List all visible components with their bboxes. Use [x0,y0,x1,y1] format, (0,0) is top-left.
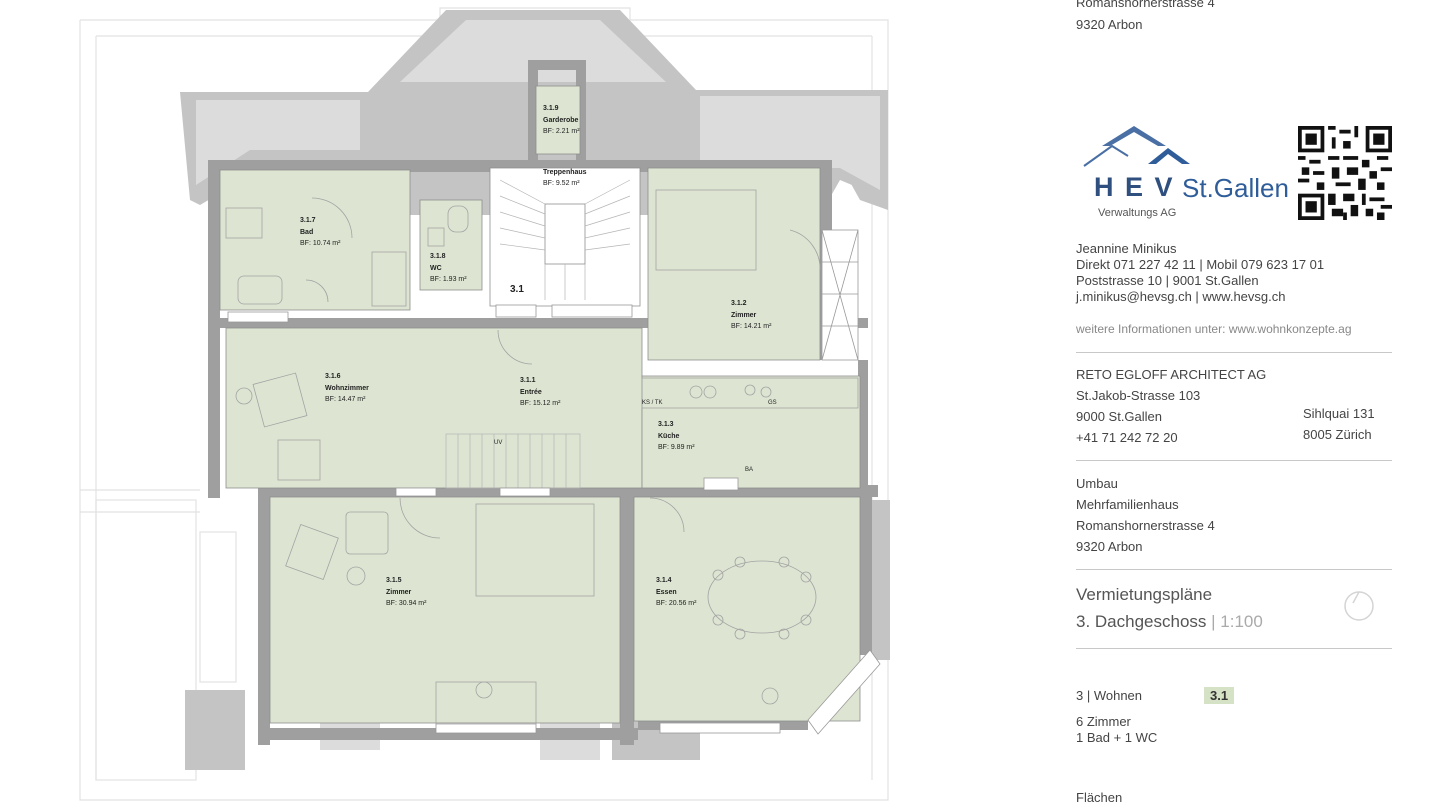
architect-branch-street: Sihlquai 131 [1303,406,1375,421]
ks-tk-mark: KS / TK [642,400,663,406]
room-garderobe [535,85,581,155]
room-name: Treppenhaus [543,169,587,176]
room-area: BF: 14.21 m² [731,323,772,330]
window-bays [227,229,881,735]
header-city: 9320 Arbon [1076,17,1143,32]
gs-mark: GS [768,400,777,406]
room-area: BF: 14.47 m² [325,396,366,403]
contact-address: Poststrasse 10 | 9001 St.Gallen [1076,273,1259,288]
room-area: BF: 2.21 m² [543,128,580,135]
room-area: BF: 9.89 m² [658,444,695,451]
room-name: Bad [300,229,313,236]
room-id: 3.1.5 [386,577,402,584]
unit-baths: 1 Bad + 1 WC [1076,730,1158,745]
plan-marks: 3.1 KS / TK GS UV BA [494,284,777,473]
room-area: BF: 15.12 m² [520,400,561,407]
room-essen [633,496,861,722]
divider [1076,352,1392,353]
divider [1076,569,1392,570]
unit-rooms: 6 Zimmer [1076,714,1131,729]
room-area: BF: 1.93 m² [430,276,467,283]
room-name: Garderobe [543,117,579,124]
plan-title: Vermietungspläne [1076,585,1213,604]
unit-label: 3 | Wohnen [1076,688,1143,703]
footer-label: Flächen [1076,790,1123,805]
header-street: Romanshornerstrasse 4 [1076,0,1215,10]
architect-name: RETO EGLOFF ARCHITECT AG [1076,367,1267,382]
architect-city: 9000 St.Gallen [1076,409,1163,424]
contact-name: Jeannine Minikus [1076,241,1177,256]
uv-mark: UV [494,440,502,446]
room-name: Zimmer [386,589,412,596]
plan-separator: | [1211,612,1216,631]
architect-branch-city: 8005 Zürich [1303,427,1372,442]
room-area: BF: 10.74 m² [300,240,341,247]
architect-phone: +41 71 242 72 20 [1076,430,1178,445]
room-name: WC [430,265,442,272]
room-wohn-entree [225,327,643,489]
divider [1076,460,1392,461]
contact-email-web[interactable]: j.minikus@hevsg.ch | www.hevsg.ch [1076,289,1286,304]
hev-roof-logo-icon [1083,126,1190,167]
room-area: BF: 30.94 m² [386,600,427,607]
room-name: Zimmer [731,312,757,319]
plan-floor-line: 3. Dachgeschoss | 1:100 [1076,612,1263,632]
qr-code-icon [1298,126,1392,220]
architect-street: St.Jakob-Strasse 103 [1076,388,1201,403]
room-id: 3.1.6 [325,373,341,380]
company-name-city: St.Gallen [1182,173,1289,203]
room-zimmer-5 [269,496,621,724]
room-name: Küche [658,433,680,440]
divider [1076,648,1392,649]
stair-hall [489,167,641,307]
company-subtitle: Verwaltungs AG [1098,207,1177,219]
room-id: 3.1.2 [731,300,747,307]
room-zimmer-2 [647,167,821,361]
room-id: 3.1.3 [658,421,674,428]
more-info[interactable]: weitere Informationen unter: www.wohnkon… [1076,322,1352,336]
unit-badge: 3.1 [1204,687,1235,704]
project-line1: Umbau [1076,476,1118,491]
room-id: 3.1.7 [300,217,316,224]
north-arrow-icon [1344,591,1374,621]
plan-scale: 1:100 [1220,612,1263,631]
room-id: 3.1.9 [543,105,559,112]
room-bad [219,169,411,311]
room-id: 3.1.4 [656,577,672,584]
stairs [445,179,631,489]
floor-plan: 3.1.9 Garderobe BF: 2.21 m² Treppenhaus … [79,7,890,801]
project-line4: 9320 Arbon [1076,539,1143,554]
company-name-hev: H E V [1094,172,1175,202]
room-name: Entrée [520,389,542,396]
unit-number-mark: 3.1 [510,284,524,295]
room-labels: 3.1.9 Garderobe BF: 2.21 m² Treppenhaus … [300,105,772,607]
room-area: BF: 20.56 m² [656,600,697,607]
room-wc [419,199,483,291]
plan-floor: 3. Dachgeschoss [1076,612,1207,631]
room-id: 3.1.1 [520,377,536,384]
room-id: 3.1.8 [430,253,446,260]
ba-mark: BA [745,467,753,473]
contact-phones: Direkt 071 227 42 11 | Mobil 079 623 17 … [1076,257,1325,272]
room-name: Essen [656,589,677,596]
project-line2: Mehrfamilienhaus [1076,497,1179,512]
furniture [225,189,859,725]
room-name: Wohnzimmer [325,385,369,392]
room-area: BF: 9.52 m² [543,180,580,187]
project-line3: Romanshornerstrasse 4 [1076,518,1215,533]
